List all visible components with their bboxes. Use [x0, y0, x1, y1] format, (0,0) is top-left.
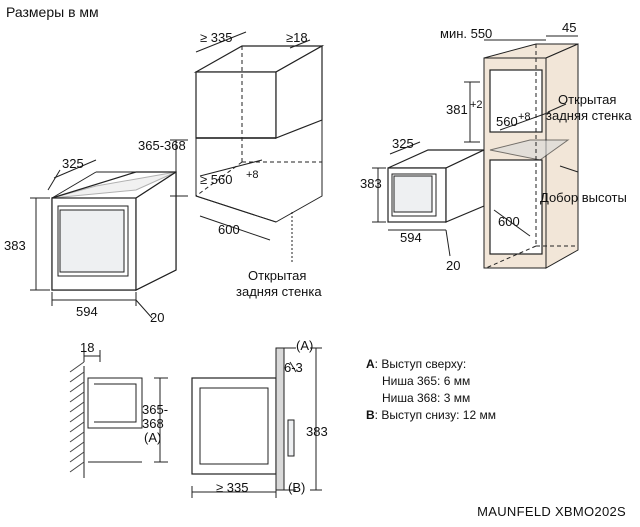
wall-hatch [69, 361, 85, 478]
page-title: Размеры в мм [6, 4, 99, 20]
wall-gap-label: 18 [80, 340, 94, 355]
height-add-label: Добор высоты [540, 190, 627, 205]
niche1-height-label: 365-368 [138, 138, 186, 153]
legend-a: A: Выступ сверху: [366, 356, 496, 373]
diagram-wall-cabinet: 325 383 594 20 ≥ 335 ≥18 365-368 ≥ 560 +… [4, 30, 325, 325]
oven2-front-label: 20 [446, 258, 460, 273]
legend-a-line1: Ниша 365: 6 мм [382, 374, 471, 388]
niche1-width-sup: +8 [246, 169, 259, 181]
diagram-tall-column: 325 383 594 20 мин. 550 45 381 +2 560 +8 [360, 20, 632, 273]
depth-min-label: ≥ 335 [216, 480, 248, 495]
niche1-depth-label: ≥ 335 [200, 30, 232, 45]
cabinet1-depth-label: 600 [218, 222, 240, 237]
oven1-width-label: 594 [76, 304, 98, 319]
marker-a-label: (A) [296, 338, 313, 353]
top-gap-label: 6-3 [284, 360, 303, 375]
niche2-height-sup: +2 [470, 99, 483, 111]
open-back2-line1: Открытая [558, 92, 616, 107]
niche3-height-line1: 365- [142, 402, 168, 417]
oven1-height-label: 383 [4, 238, 26, 253]
open-back1-line2: задняя стенка [236, 284, 322, 299]
niche3-height-line2: 368 [142, 416, 164, 431]
open-back1-line1: Открытая [248, 268, 306, 283]
niche1-gap-label: ≥18 [286, 30, 308, 45]
oven2-width-label: 594 [400, 230, 422, 245]
oven1-front-label: 20 [150, 310, 164, 325]
niche2-width-label: 560 [496, 114, 518, 129]
legend-b: B: Выступ снизу: 12 мм [366, 407, 496, 424]
legend-a-key: A [366, 357, 375, 371]
legend-b-text: : Выступ снизу: 12 мм [374, 408, 496, 422]
diagram-side-section: 18 365- 368 (A) ≥ 335 (A) (B) 6-3 383 [69, 338, 328, 498]
oven-drawing-1 [51, 170, 177, 291]
column-side-label: 45 [562, 20, 576, 35]
marker-b-label: (B) [288, 480, 305, 495]
model-name: MAUNFELD XBMO202S [477, 504, 626, 519]
wall-cabinet-1 [193, 44, 325, 262]
oven2-height-label: 383 [360, 176, 382, 191]
niche2-width-sup: +8 [518, 111, 531, 123]
legend-a-line2: Ниша 368: 3 мм [382, 391, 471, 405]
oven1-depth-label: 325 [62, 156, 84, 171]
tall-column [483, 43, 579, 269]
oven-side-view [191, 347, 296, 491]
legend-b-key: B [366, 408, 375, 422]
niche1-width-label: ≥ 560 [200, 172, 232, 187]
column-min-width-label: мин. 550 [440, 26, 492, 41]
oven-drawing-2 [387, 149, 485, 223]
oven2-depth-label: 325 [392, 136, 414, 151]
side-height-label: 383 [306, 424, 328, 439]
legend: A: Выступ сверху: Ниша 365: 6 мм Ниша 36… [366, 356, 496, 424]
legend-a-text: : Выступ сверху: [374, 357, 467, 371]
niche2-height-label: 381 [446, 102, 468, 117]
cabinet2-depth-label: 600 [498, 214, 520, 229]
niche3-height-line3: (A) [144, 430, 161, 445]
open-back2-line2: задняя стенка [546, 108, 632, 123]
